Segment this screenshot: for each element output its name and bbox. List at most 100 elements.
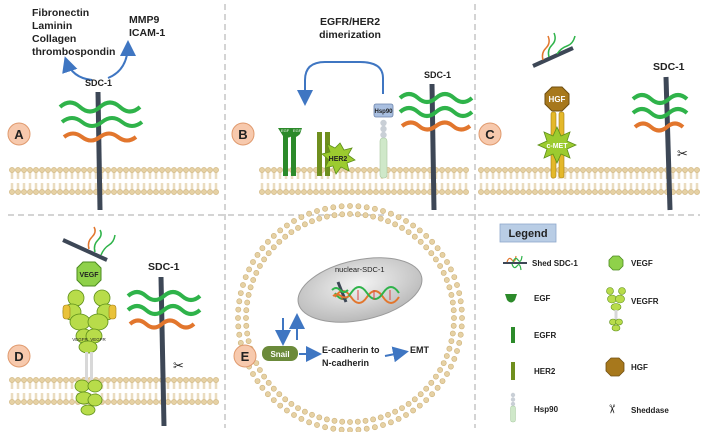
lipid-head xyxy=(27,377,33,390)
lipid-head xyxy=(688,182,694,195)
panel-e: nuclear-SDC-1 Snail E-cadherin to N-cadh… xyxy=(233,203,465,432)
lipid-head xyxy=(165,182,171,195)
lipid-head xyxy=(183,182,189,195)
lipid-head xyxy=(15,167,21,180)
lipid-head xyxy=(189,167,195,180)
lipid-head xyxy=(9,377,15,390)
sdc1-label: SDC-1 xyxy=(424,70,451,80)
lipid-head xyxy=(27,392,33,405)
lipid-head xyxy=(370,213,376,220)
lipid-head xyxy=(450,322,457,329)
lipid-head xyxy=(449,299,456,306)
lipid-head xyxy=(456,290,463,296)
lipid-head xyxy=(380,422,386,428)
heparan-sulfate-chain xyxy=(398,92,474,104)
lipid-head xyxy=(177,392,183,405)
chondroitin-sulfate-chain xyxy=(128,318,196,330)
lipid-head xyxy=(574,182,580,195)
lipid-head xyxy=(283,182,289,195)
lipid-head xyxy=(451,167,457,180)
lipid-head xyxy=(195,377,201,390)
legend-label-shed-sdc1: Shed SDC-1 xyxy=(532,259,578,268)
lipid-head xyxy=(628,182,634,195)
lipid-head xyxy=(45,392,51,405)
lipid-head xyxy=(288,400,295,407)
lipid-head xyxy=(276,391,283,398)
lipid-head xyxy=(385,218,391,225)
lipid-head xyxy=(264,238,271,245)
lipid-head xyxy=(244,299,251,306)
lipid-head xyxy=(544,167,550,180)
shed-sdc1 xyxy=(62,226,116,262)
lipid-head xyxy=(246,266,252,273)
lipid-head xyxy=(478,182,484,195)
lipid-head xyxy=(432,373,439,380)
lipid-head xyxy=(237,339,244,346)
lipid-head xyxy=(171,167,177,180)
lipid-head xyxy=(391,182,397,195)
lipid-head xyxy=(399,405,405,411)
lipid-head xyxy=(301,182,307,195)
nuclear-sdc1-label: nuclear-SDC-1 xyxy=(335,265,385,274)
lipid-head xyxy=(423,244,430,251)
vegf-label: VEGF xyxy=(79,272,99,279)
heparan-sulfate-chain xyxy=(126,304,202,316)
legend-label-hgf: HGF xyxy=(631,363,648,372)
lipid-head xyxy=(439,182,445,195)
lipid-head xyxy=(403,218,409,224)
lipid-head xyxy=(544,182,550,195)
dimerization-title-1: EGFR/HER2 xyxy=(320,16,380,28)
lipid-head xyxy=(254,251,261,258)
dimerization-title-2: dimerization xyxy=(319,29,381,41)
lipid-head xyxy=(265,379,272,386)
lipid-head xyxy=(622,167,628,180)
lipid-head xyxy=(27,167,33,180)
lipid-head xyxy=(213,392,219,405)
lipid-head xyxy=(457,331,464,338)
panel-e-letter: E xyxy=(241,349,250,364)
lipid-head xyxy=(652,182,658,195)
lipid-head xyxy=(316,414,323,421)
lipid-head xyxy=(153,167,159,180)
lipid-head xyxy=(147,167,153,180)
lipid-head xyxy=(295,167,301,180)
lipid-head xyxy=(337,182,343,195)
lipid-head xyxy=(387,419,394,426)
lipid-head xyxy=(526,167,532,180)
lipid-head xyxy=(429,391,435,398)
lipid-head xyxy=(440,360,447,366)
lipid-head xyxy=(682,167,688,180)
lipid-head xyxy=(236,331,243,338)
legend-label-hsp90: Hsp90 xyxy=(534,405,559,414)
lipid-head xyxy=(159,167,165,180)
lipid-head xyxy=(313,182,319,195)
lipid-head xyxy=(153,392,159,405)
lipid-head xyxy=(574,167,580,180)
lipid-head xyxy=(45,377,51,390)
lipid-head xyxy=(439,167,445,180)
lipid-head xyxy=(586,167,592,180)
lipid-head xyxy=(309,411,315,418)
lipid-head xyxy=(496,182,502,195)
lipid-head xyxy=(508,167,514,180)
egf-label: EGF xyxy=(293,128,302,133)
lipid-head xyxy=(658,182,664,195)
lipid-head xyxy=(410,222,416,229)
lipid-head xyxy=(51,182,57,195)
lipid-head xyxy=(207,167,213,180)
legend-hgf-icon xyxy=(605,357,625,377)
lipid-head xyxy=(111,167,117,180)
lipid-head xyxy=(616,182,622,195)
lipid-head xyxy=(117,167,123,180)
lipid-head xyxy=(458,323,465,330)
lipid-head xyxy=(377,215,384,222)
lipid-head xyxy=(496,167,502,180)
lipid-head xyxy=(640,182,646,195)
her2-dimer: HER2 xyxy=(317,132,356,176)
lipid-head xyxy=(355,426,362,432)
lipid-head xyxy=(373,167,379,180)
lipid-head xyxy=(33,182,39,195)
lipid-head xyxy=(550,182,556,195)
lipid-head xyxy=(147,392,153,405)
lipid-head xyxy=(416,402,423,409)
